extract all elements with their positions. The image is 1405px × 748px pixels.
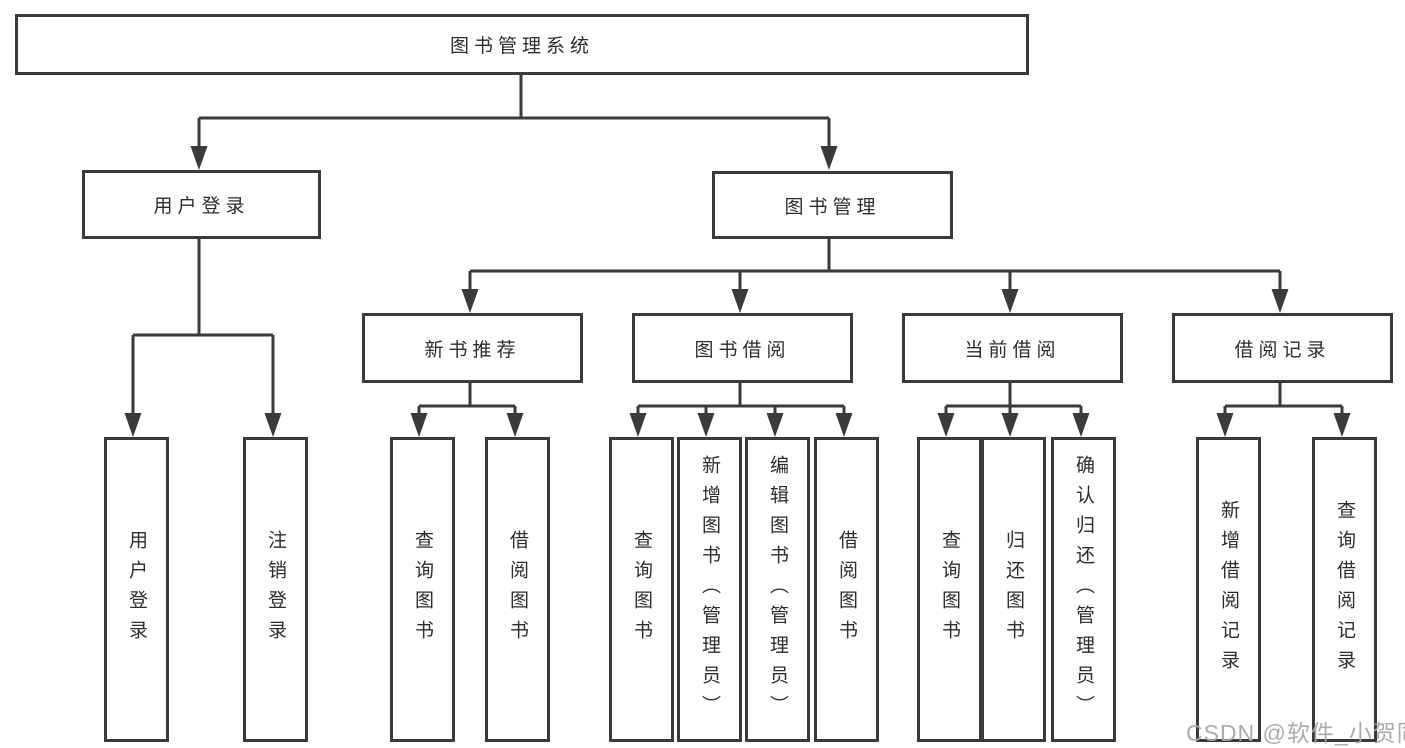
node-new-book-recommend: 新书推荐 <box>362 313 583 383</box>
node-current-borrowing: 当前借阅 <box>902 313 1123 383</box>
csdn-watermark: CSDN @软件_小贺同学 <box>1186 720 1405 746</box>
leaf-logout-login: 注销登录 <box>243 437 308 742</box>
node-user-login: 用户登录 <box>82 170 321 239</box>
leaf-borrow-books-recommend: 借阅图书 <box>485 437 550 742</box>
leaf-add-book-admin: 新增图书（管理员） <box>677 437 742 742</box>
leaf-borrow-books-borrowing: 借阅图书 <box>814 437 879 742</box>
leaf-confirm-return-admin: 确认归还（管理员） <box>1051 437 1116 742</box>
leaf-query-books-recommend: 查询图书 <box>390 437 455 742</box>
node-library-management-system: 图书管理系统 <box>15 14 1029 75</box>
node-book-management: 图书管理 <box>712 171 953 239</box>
node-borrowing-records: 借阅记录 <box>1172 313 1393 383</box>
leaf-query-books-borrowing: 查询图书 <box>609 437 674 742</box>
arrowheads <box>124 146 1351 437</box>
leaf-query-books-current: 查询图书 <box>917 437 982 742</box>
node-book-borrowing: 图书借阅 <box>632 313 853 383</box>
leaf-edit-book-admin: 编辑图书（管理员） <box>745 437 810 742</box>
leaf-add-borrowing-record: 新增借阅记录 <box>1196 437 1261 742</box>
leaf-return-books: 归还图书 <box>981 437 1046 742</box>
leaf-user-login: 用户登录 <box>104 437 169 742</box>
leaf-query-borrowing-record: 查询借阅记录 <box>1312 437 1377 742</box>
